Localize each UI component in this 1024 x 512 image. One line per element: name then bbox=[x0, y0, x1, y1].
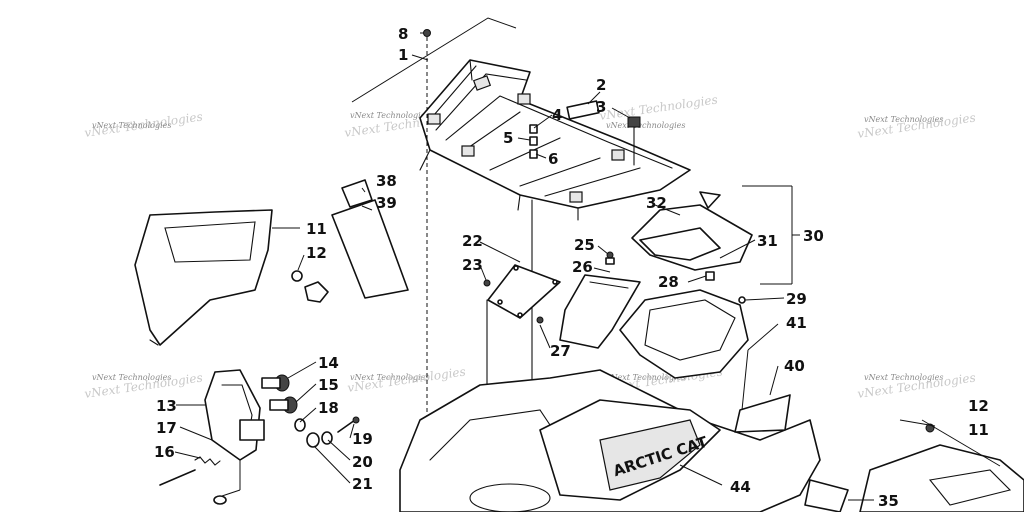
callout-12-left: 12 bbox=[306, 244, 327, 262]
callout-25: 25 bbox=[574, 236, 595, 254]
watermark: vNext Technologies bbox=[350, 111, 429, 120]
watermark: vNext Technologies bbox=[864, 115, 943, 124]
rear-body: ARCTIC CAT bbox=[399, 369, 849, 512]
callout-18: 18 bbox=[318, 399, 339, 417]
watermark: vNext Technologies bbox=[864, 373, 943, 382]
callout-27: 27 bbox=[550, 342, 571, 360]
callout-21: 21 bbox=[352, 475, 373, 493]
callout-19: 19 bbox=[352, 430, 373, 448]
callout-14: 14 bbox=[318, 354, 339, 372]
callout-5: 5 bbox=[503, 129, 513, 147]
right-fender-panel bbox=[859, 419, 1024, 512]
callout-39: 39 bbox=[376, 194, 397, 212]
bracket-26 bbox=[536, 251, 641, 349]
callout-31: 31 bbox=[757, 232, 778, 250]
callout-32: 32 bbox=[646, 194, 667, 212]
callout-3: 3 bbox=[596, 98, 606, 116]
tail-light-assembly bbox=[159, 369, 360, 505]
callout-40: 40 bbox=[784, 357, 805, 375]
callout-28: 28 bbox=[658, 273, 679, 291]
leader-lines bbox=[174, 32, 874, 501]
callout-44: 44 bbox=[730, 478, 751, 496]
watermark: vNext Technologies bbox=[606, 121, 685, 130]
storage-box bbox=[619, 185, 800, 379]
watermarks: vNext Technologies vNext Technologies vN… bbox=[83, 93, 976, 401]
small-hardware-top bbox=[529, 100, 641, 166]
callout-1: 1 bbox=[398, 46, 408, 64]
callout-12-right: 12 bbox=[968, 397, 989, 415]
callout-17: 17 bbox=[156, 419, 177, 437]
callout-26: 26 bbox=[572, 258, 593, 276]
callout-20: 20 bbox=[352, 453, 373, 471]
callout-8: 8 bbox=[398, 25, 408, 43]
watermark: vNext Technologies bbox=[92, 373, 171, 382]
watermark: vNext Technologies bbox=[598, 93, 718, 123]
callout-41: 41 bbox=[786, 314, 807, 332]
callout-2: 2 bbox=[596, 76, 606, 94]
watermark: vNext Technologies bbox=[346, 365, 466, 395]
rear-rack bbox=[351, 17, 691, 221]
callout-6: 6 bbox=[548, 150, 558, 168]
callout-38: 38 bbox=[376, 172, 397, 190]
callout-29: 29 bbox=[786, 290, 807, 308]
watermark: vNext Technologies bbox=[350, 373, 429, 382]
callout-13: 13 bbox=[156, 397, 177, 415]
callout-labels: 8 1 2 3 4 5 6 38 39 11 12 32 31 30 22 23… bbox=[154, 25, 989, 510]
left-fender-panel bbox=[134, 209, 329, 346]
callout-11-left: 11 bbox=[306, 220, 327, 238]
callout-35: 35 bbox=[878, 492, 899, 510]
callout-4: 4 bbox=[552, 106, 562, 124]
watermark: vNext Technologies bbox=[92, 121, 171, 130]
decals-38-39 bbox=[331, 179, 409, 299]
callout-16: 16 bbox=[154, 443, 175, 461]
callout-22: 22 bbox=[462, 232, 483, 250]
callout-30: 30 bbox=[803, 227, 824, 245]
callout-11-right: 11 bbox=[968, 421, 989, 439]
storage-lid-plate bbox=[483, 264, 561, 319]
callout-23: 23 bbox=[462, 256, 483, 274]
callout-15: 15 bbox=[318, 376, 339, 394]
watermark: vNext Technologies bbox=[606, 373, 685, 382]
